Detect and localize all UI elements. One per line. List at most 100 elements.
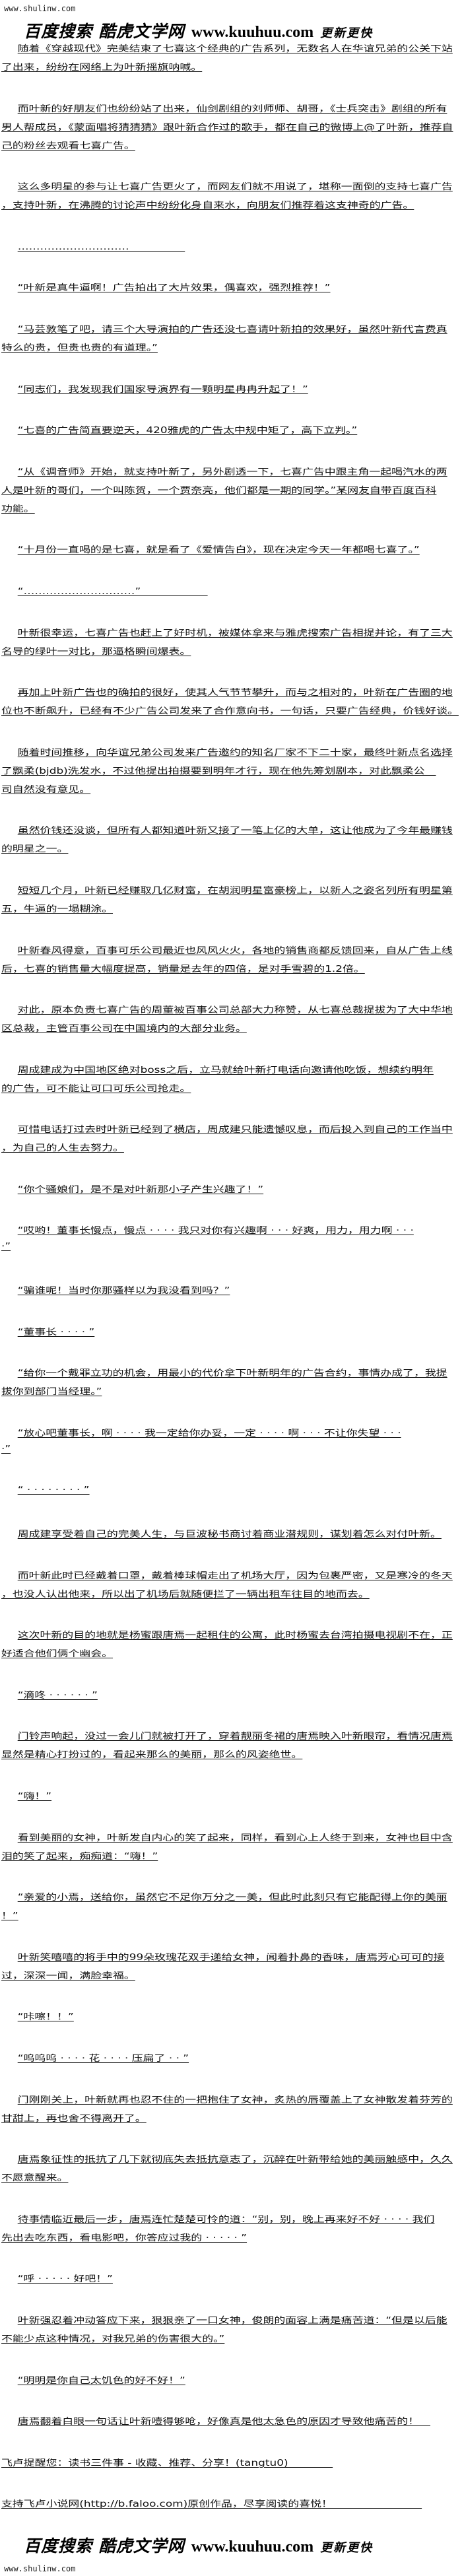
- text-line-content: “叶新是真牛逼啊！广告拍出了大片效果，偶喜欢，强烈推荐！”: [17, 283, 331, 294]
- text-line-content: 可惜电话打过去时叶新已经到了横店，周成建只能遗憾叹息，而后投入到自己的工作当中: [17, 1125, 453, 1135]
- text-line-content: ·”: [1, 1242, 11, 1252]
- text-line: 对此，原本负责七喜广告的周董被百事公司总部大力称赞，从七喜总裁提拔为了大中华地: [1, 1003, 462, 1021]
- text-line: ，也没人认出他来，所以出了机场后就随便拦了一辆出租车往目的地而去。: [1, 1587, 462, 1606]
- text-line-content: 过，深深一闻，满脸幸福。: [1, 1971, 135, 1981]
- text-line: “滴咚 · · · · · · ”: [1, 1688, 462, 1707]
- text-line: ，为自己的人生去努力。: [1, 1141, 462, 1159]
- text-line: 待事情临近最后一步，唐焉连忙楚楚可怜的道：“别，别，晚上再来好不好 · · · …: [1, 2212, 462, 2231]
- text-line-content: 己的粉丝去观看七喜广告。: [1, 141, 135, 151]
- footer-site-url[interactable]: www.shulinw.com: [4, 2564, 76, 2573]
- paragraph: “嗨！”: [1, 1789, 462, 1808]
- paragraph: 随着《穿越现代》完美结束了七喜这个经典的广告系列，无数名人在华谊兄弟的公关下站了…: [1, 42, 462, 79]
- text-line-content: 后，七喜的销售量大幅度提高，销量是去年的四倍，是对手雪碧的1.2倍。: [1, 964, 365, 974]
- text-line: 叶新很幸运，七喜广告也赶上了好时机，被媒体拿来与雅虎搜索广告相提并论，有了三大: [1, 626, 462, 644]
- text-line: 而叶新的好朋友们也纷纷站了出来，仙剑剧组的刘师师、胡哥，《士兵突击》剧组的所有: [1, 102, 462, 120]
- site-note: 支持飞卢小说网(http://b.faloo.com)原创作品，尽享阅读的喜悦！: [1, 2497, 462, 2515]
- text-line-content: 而叶新此时已经戴着口罩，戴着棒球帽走出了机场大厅，因为包裹严密，又是寒冷的冬天: [17, 1571, 453, 1581]
- text-line-content: 对此，原本负责七喜广告的周董被百事公司总部大力称赞，从七喜总裁提拔为了大中华地: [17, 1005, 453, 1016]
- text-line-content: “滴咚 · · · · · · ”: [17, 1690, 98, 1701]
- text-line: 泪的笑了起来，痴痴道：“嗨！”: [1, 1849, 462, 1868]
- text-line: 这次叶新的目的地就是杨蜜跟唐焉一起租住的公寓，此时杨蜜去台湾拍摄电视剧不在，正: [1, 1628, 462, 1646]
- paragraph: “给你一个戴罪立功的机会，用最小的代价拿下叶新明年的广告合约，事情办成了，我提拔…: [1, 1366, 462, 1403]
- paragraph: “滴咚 · · · · · · ”: [1, 1688, 462, 1707]
- text-line: “嗨！”: [1, 1789, 462, 1808]
- text-line: “咔嚓！！”: [1, 2010, 462, 2028]
- text-line-content: 甘甜上，再也舍不得离开了。: [1, 2113, 147, 2124]
- text-line-content: 司自然没有意见。: [1, 784, 91, 795]
- text-line-content: 拔你到部门当经理。”: [1, 1387, 102, 1398]
- text-line: 这么多明星的参与让七喜广告更火了，而网友们就不用说了，堪称一面倒的支持七喜广告: [1, 180, 462, 198]
- text-line: 周成建成为中国地区绝对boss之后，立马就给叶新打电话向邀请他吃饭，想续约明年: [1, 1063, 462, 1081]
- text-line-content: 泪的笑了起来，痴痴道：“嗨！”: [1, 1851, 158, 1862]
- paragraph: “呼 · · · · · 好吧！”: [1, 2272, 462, 2290]
- text-line: 飞卢提醒您：读书三件事 - 收藏、推荐、分享！(tangtu0): [1, 2456, 462, 2474]
- text-line-content: 了出来，纷纷在网络上为叶新摇旗呐喊。: [1, 63, 203, 73]
- text-line-content: 支持飞卢小说网(http://b.faloo.com)原创作品，尽享阅读的喜悦！: [1, 2499, 422, 2510]
- text-line: 叶新笑嘻嘻的将手中的99朵玫瑰花双手递给女神，闻着扑鼻的香味，唐焉芳心可可的接: [1, 1950, 462, 1969]
- text-line-content: 名导的绿叶一对比，那逼格瞬间爆表。: [1, 646, 191, 657]
- text-line-content: “放心吧董事长，啊 · · · · 我一定给你办妥，一定 · · · · 啊 ·…: [17, 1428, 401, 1439]
- logo-chinese-text: 百度搜索 酷虎文学网: [24, 2536, 185, 2556]
- text-line: 随着《穿越现代》完美结束了七喜这个经典的广告系列，无数名人在华谊兄弟的公关下站: [1, 42, 462, 60]
- text-line-content: 门刚刚关上，叶新就再也忍不住的一把抱住了女神，炙热的唇覆盖上了女神散发着芬芳的: [17, 2095, 453, 2105]
- paragraph: 这次叶新的目的地就是杨蜜跟唐焉一起租住的公寓，此时杨蜜去台湾拍摄电视剧不在，正好…: [1, 1628, 462, 1665]
- text-line-content: 而叶新的好朋友们也纷纷站了出来，仙剑剧组的刘师师、胡哥，《士兵突击》剧组的所有: [17, 104, 447, 114]
- text-line-content: 这次叶新的目的地就是杨蜜跟唐焉一起租住的公寓，此时杨蜜去台湾拍摄电视剧不在，正: [17, 1631, 453, 1641]
- text-line: ·”: [1, 1444, 462, 1463]
- text-line: 虽然价钱还没谈，但所有人都知道叶新又接了一笔上亿的大单，这让他成为了今年最赚钱: [1, 823, 462, 842]
- paragraph: “咔嚓！！”: [1, 2010, 462, 2028]
- text-line-content: 的广告，可不能让可口可乐公司抢走。: [1, 1083, 191, 1094]
- text-line: “放心吧董事长，啊 · · · · 我一定给你办妥，一定 · · · · 啊 ·…: [1, 1426, 462, 1444]
- text-line-content: ·”: [1, 1444, 11, 1454]
- text-line: 门铃声响起，没过一会儿门就被打开了，穿着靓丽冬裙的唐焉映入叶新眼帘，看情况唐焉: [1, 1729, 462, 1747]
- text-line: 名导的绿叶一对比，那逼格瞬间爆表。: [1, 644, 462, 663]
- text-line: 功能。: [1, 502, 462, 520]
- paragraph: 可惜电话打过去时叶新已经到了横店，周成建只能遗憾叹息，而后投入到自己的工作当中 ，…: [1, 1122, 462, 1159]
- text-line: …………………………: [1, 240, 462, 258]
- chapter-body: 随着《穿越现代》完美结束了七喜这个经典的广告系列，无数名人在华谊兄弟的公关下站了…: [1, 42, 462, 2515]
- text-line: “哎哟！董事长慢点，慢点 · · · · 我只对你有兴趣啊 · · · 好爽，用…: [1, 1223, 462, 1242]
- text-line: 五，牛逼的一塌糊涂。: [1, 902, 462, 920]
- text-line-content: “嗨！”: [17, 1792, 52, 1802]
- text-line: 人是叶新的哥们，一个叫陈贺，一个贾奈亮，他们都是一期的同学。”某网友自带百度百科: [1, 483, 462, 502]
- text-line: 显然是精心打扮过的，看起来那么的美丽，那么的风姿绝世。: [1, 1747, 462, 1766]
- paragraph: 唐焉象征性的抵抗了几下就彻底失去抵抗意志了，沉醉在叶新带给她的美丽触感中，久久不…: [1, 2152, 462, 2189]
- text-line-content: “马芸敦笔了吧，请三个大导演拍的广告还没七喜请叶新拍的效果好，虽然叶新代言费真: [17, 324, 447, 335]
- paragraph: 门铃声响起，没过一会儿门就被打开了，穿着靓丽冬裙的唐焉映入叶新眼帘，看情况唐焉显…: [1, 1729, 462, 1766]
- text-line: 区总裁，主管百事公司在中国境内的大部分业务。: [1, 1021, 462, 1040]
- text-line: 先出去吃东西，看电影吧，你答应过我的 · · · · · ”: [1, 2231, 462, 2249]
- text-line-content: 人是叶新的哥们，一个叫陈贺，一个贾奈亮，他们都是一期的同学。”某网友自带百度百科: [1, 485, 437, 496]
- paragraph: “马芸敦笔了吧，请三个大导演拍的广告还没七喜请叶新拍的效果好，虽然叶新代言费真特…: [1, 322, 462, 359]
- text-line: 唐焉翻着白眼一句话让叶新噎得够呛，好像真是他太急色的原因才导致他痛苦的！: [1, 2414, 462, 2433]
- text-line: 叶新强忍着冲动答应下来，狠狠亲了一口女神，俊朗的面容上满是痛苦道：“但是以后能: [1, 2313, 462, 2332]
- text-line-content: 的明星之一。: [1, 844, 69, 855]
- paragraph: “董事长 · · · · ”: [1, 1325, 462, 1343]
- text-line-content: 飞卢提醒您：读书三件事 - 收藏、推荐、分享！(tangtu0): [1, 2458, 333, 2468]
- text-line: 再加上叶新广告也的确拍的很好，使其人气节节攀升，而与之相对的，叶新在广告圈的地: [1, 685, 462, 704]
- paragraph: 随着时间推移，向华谊兄弟公司发来广告邀约的知名厂家不下二十家，最终叶新点名选择了…: [1, 745, 462, 801]
- text-line: “呜呜呜 · · · · 花 · · · · 压扁了 · · ”: [1, 2051, 462, 2070]
- text-line: “七喜的广告简直要逆天，420雅虎的广告太中规中矩了，高下立判。”: [1, 423, 462, 442]
- paragraph: 叶新强忍着冲动答应下来，狠狠亲了一口女神，俊朗的面容上满是痛苦道：“但是以后能不…: [1, 2313, 462, 2350]
- text-line-content: 不能少点这种情况，对我兄弟的伤害很大的。”: [1, 2334, 225, 2344]
- text-line-content: “咔嚓！！”: [17, 2012, 74, 2023]
- text-line-content: “ · · · · · · · · ”: [17, 1485, 90, 1496]
- text-line: 司自然没有意见。: [1, 782, 462, 801]
- text-line: 门刚刚关上，叶新就再也忍不住的一把抱住了女神，炙热的唇覆盖上了女神散发着芬芳的: [1, 2093, 462, 2111]
- text-line: “明明是你自己太饥色的好不好！”: [1, 2373, 462, 2392]
- text-line-content: ，为自己的人生去努力。: [1, 1143, 124, 1154]
- paragraph: 虽然价钱还没谈，但所有人都知道叶新又接了一笔上亿的大单，这让他成为了今年最赚钱的…: [1, 823, 462, 860]
- text-line-content: “从《调音师》开始，就支持叶新了，另外剧透一下，七喜广告中跟主角一起喝汽水的两: [17, 467, 447, 477]
- header-site-url[interactable]: www.shulinw.com: [4, 4, 76, 13]
- text-line: 叶新春风得意，百事可乐公司最近也风风火火，各地的销售商都反馈回来，自从广告上线: [1, 943, 462, 962]
- logo-slogan: 更新更快: [320, 2541, 374, 2555]
- text-line-content: “哎哟！董事长慢点，慢点 · · · · 我只对你有兴趣啊 · · · 好爽，用…: [17, 1226, 414, 1237]
- text-line: “ · · · · · · · · ”: [1, 1485, 462, 1504]
- text-line-content: “给你一个戴罪立功的机会，用最小的代价拿下叶新明年的广告合约，事情办成了，我提: [17, 1369, 447, 1379]
- text-line: 而叶新此时已经戴着口罩，戴着棒球帽走出了机场大厅，因为包裹严密，又是寒冷的冬天: [1, 1569, 462, 1587]
- text-line-content: 好适合他们俩个幽会。: [1, 1649, 114, 1660]
- text-line-content: “明明是你自己太饥色的好不好！”: [17, 2375, 185, 2386]
- text-line-content: “十月份一直喝的是七喜，就是看了《爱情告白》，现在决定今天一年都喝七喜了。”: [17, 545, 420, 556]
